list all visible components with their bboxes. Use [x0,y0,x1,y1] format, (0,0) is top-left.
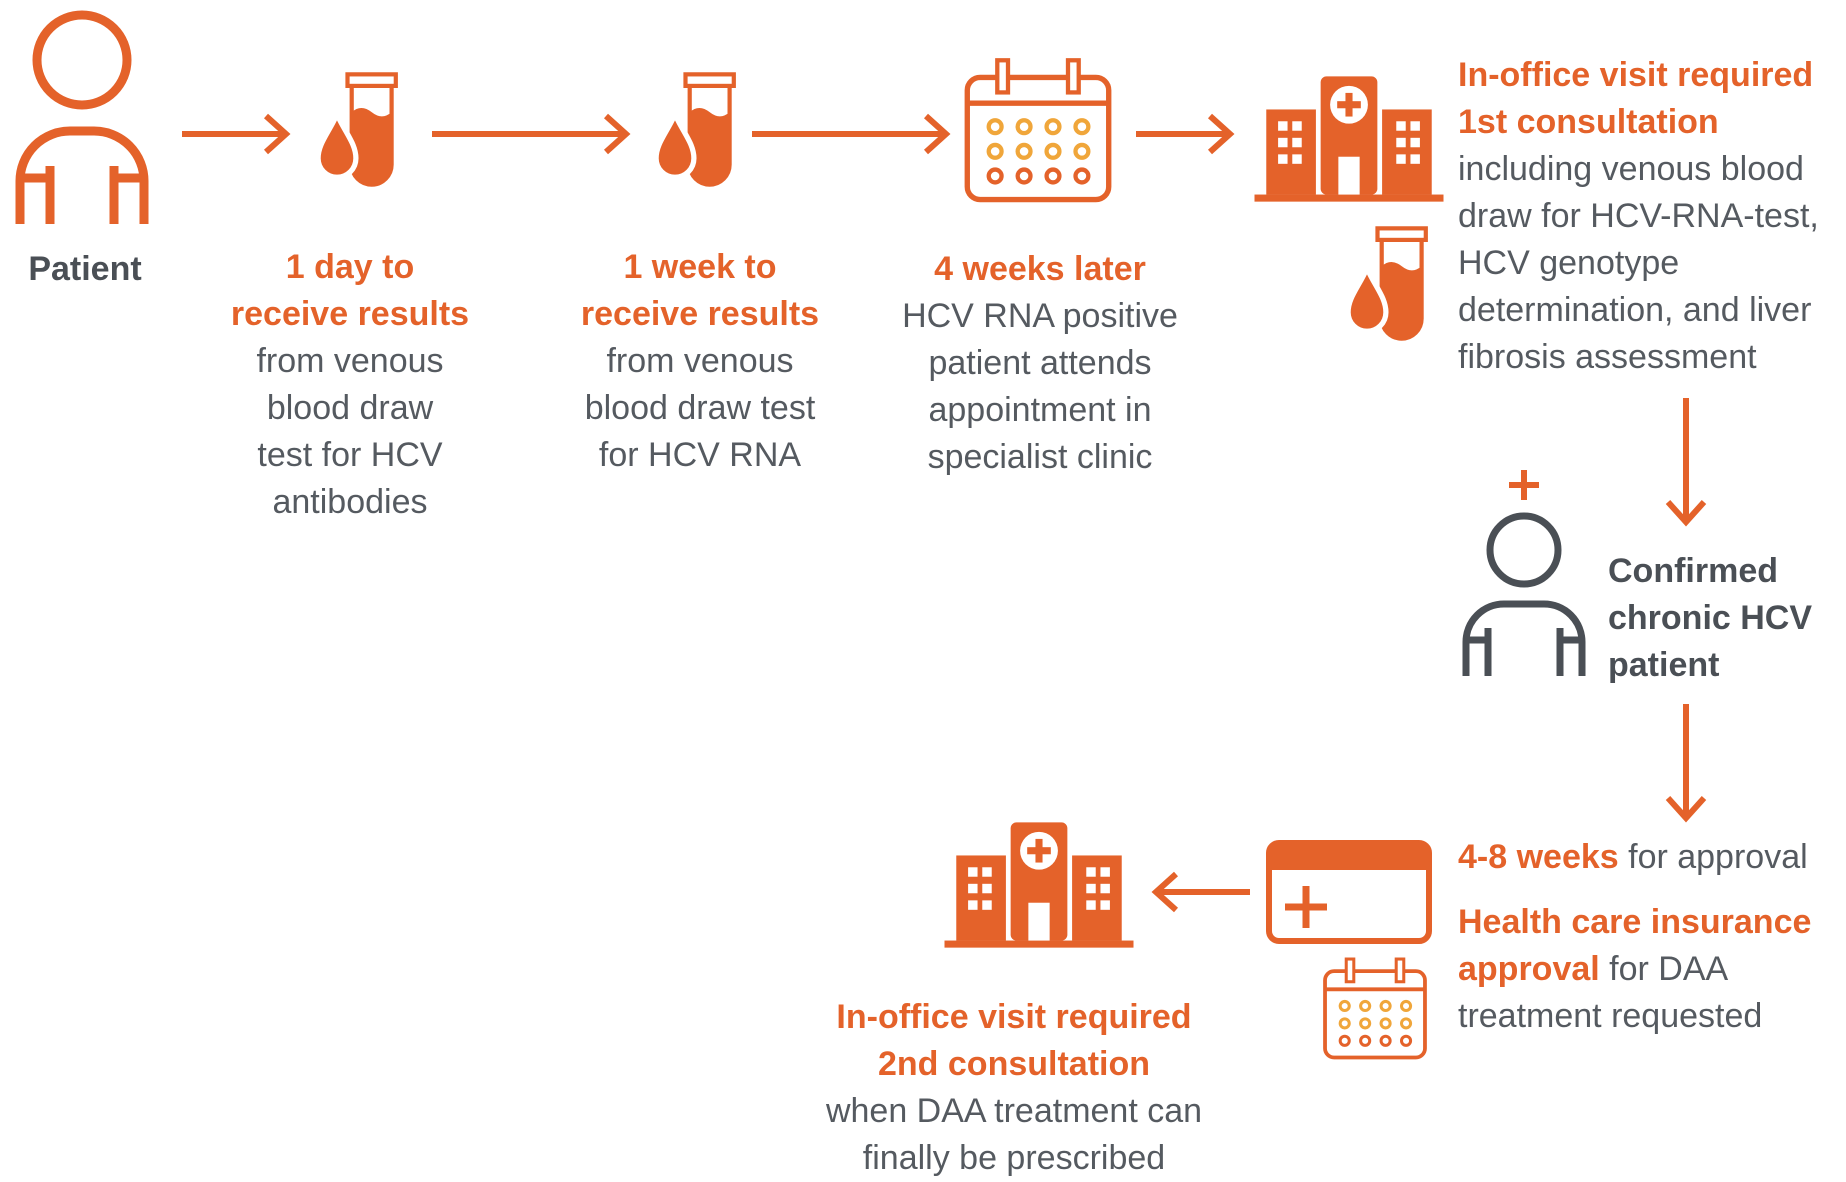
step3-body-line: appointment in [928,391,1152,429]
step1-title-1: 1 day to [285,248,415,286]
step4-body-line: fibrosis assessment [1458,338,1757,376]
step4-body-line: HCV genotype [1458,244,1680,282]
step3-body-line: patient attends [928,344,1152,382]
patient-person-icon [15,10,149,224]
step5-text: Confirmed chronic HCV patient [1608,548,1846,689]
step1-body-line: test for HCV [257,436,443,474]
step6-title-2: approval [1458,950,1600,988]
step7-body-line: finally be prescribed [862,1139,1166,1177]
step3-title: 4 weeks later [934,250,1146,288]
step2-body-line: blood draw test [584,389,816,427]
step2-text: 1 week to receive results from venous bl… [540,244,860,479]
hospital-icon [1254,74,1444,204]
step4-body-line: draw for HCV-RNA-test, [1458,197,1819,235]
arrow-icon [1136,113,1235,155]
step7-body-line: when DAA treatment can [825,1092,1203,1130]
step4-title-1: In-office visit required [1458,56,1814,94]
step6-duration: 4-8 weeks [1458,838,1619,876]
step6-body: treatment requested [1458,997,1763,1035]
step1-title-2: receive results [230,295,470,333]
doctor-icon [1462,470,1586,676]
step3-body-line: specialist clinic [927,438,1153,476]
step3-body-line: HCV RNA positive [902,297,1178,335]
calendar-icon [1320,956,1430,1062]
step6-duration-suffix: for approval [1618,838,1808,876]
blood-test-tube-icon [1346,226,1430,342]
arrow-icon [1151,871,1250,913]
insurance-card-icon [1266,840,1432,944]
step6-title-2-suffix: for DAA [1599,950,1729,988]
step1-text: 1 day to receive results from venous blo… [200,244,500,526]
step4-text: In-office visit required 1st consultatio… [1458,52,1846,381]
step2-body-line: for HCV RNA [598,436,802,474]
step6-text: 4-8 weeks for approval Health care insur… [1458,834,1846,1040]
step4-title-2: 1st consultation [1458,103,1719,141]
step2-body-line: from venous [606,342,794,380]
step4-body-line: including venous blood [1458,150,1804,188]
step7-title-2: 2nd consultation [878,1045,1150,1083]
blood-test-tube-icon [654,72,738,188]
arrow-icon [1665,398,1707,527]
step2-title-2: receive results [580,295,820,333]
patient-label: Patient [28,250,142,288]
step6-duration-line: 4-8 weeks for approval [1458,834,1846,881]
arrow-icon [752,113,951,155]
calendar-icon [958,56,1118,206]
step6-title-1: Health care insurance [1458,903,1812,941]
step1-body-line: from venous [256,342,444,380]
step3-text: 4 weeks later HCV RNA positive patient a… [880,246,1200,481]
step1-body-line: blood draw [266,389,434,427]
hospital-icon [944,820,1134,950]
step5-title-line: Confirmed [1608,552,1778,590]
step1-body-line: antibodies [272,483,428,521]
arrow-icon [182,113,291,155]
step7-text: In-office visit required 2nd consultatio… [800,994,1228,1182]
blood-test-tube-icon [316,72,400,188]
step5-title-line: patient [1608,646,1720,684]
arrow-icon [432,113,631,155]
step7-title-1: In-office visit required [836,998,1192,1036]
step6-title-2-line: approval for DAA [1458,946,1846,993]
step2-title-1: 1 week to [623,248,777,286]
step4-body-line: determination, and liver [1458,291,1812,329]
step5-title-line: chronic HCV [1608,599,1813,637]
arrow-icon [1665,704,1707,823]
